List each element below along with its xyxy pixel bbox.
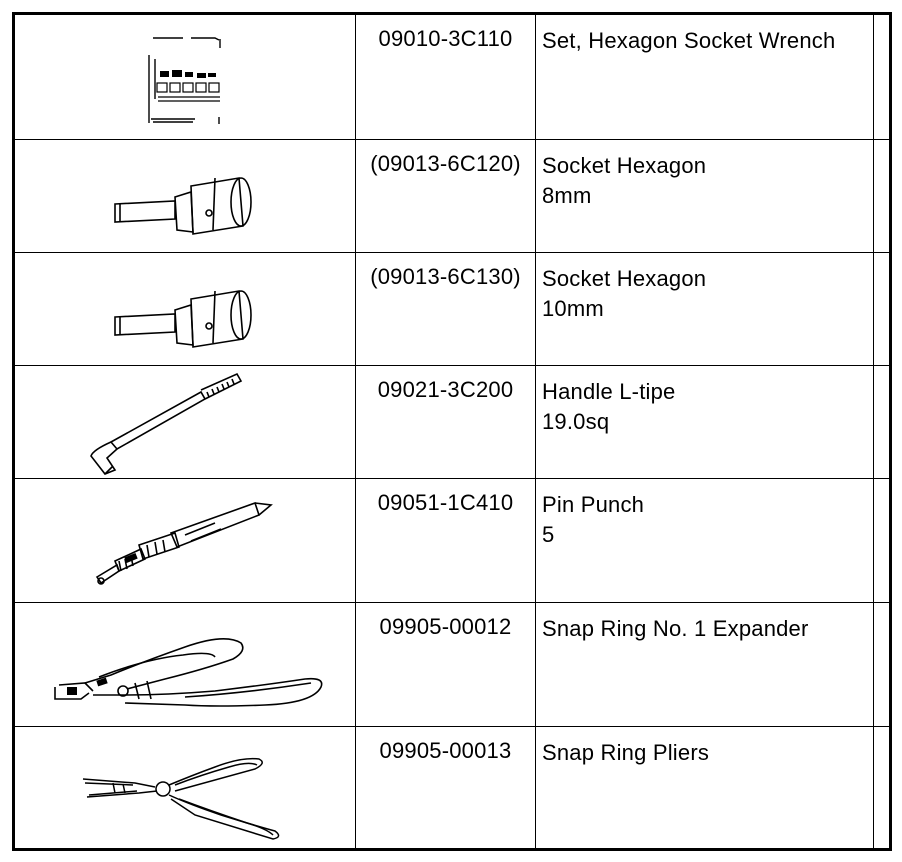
- tool-name: Socket Hexagon: [542, 266, 707, 291]
- tool-detail: 8mm: [542, 183, 592, 208]
- tool-illustration-cell: [15, 253, 356, 365]
- part-number: 09051-1C410: [356, 479, 536, 602]
- tool-name: Socket Hexagon: [542, 153, 707, 178]
- blank-cell: [874, 727, 889, 848]
- tool-detail: 10mm: [542, 296, 604, 321]
- tool-description: Handle L-tipe 19.0sq: [536, 366, 874, 478]
- snap-ring-expander-icon: [54, 638, 323, 707]
- tool-illustration-cell: [15, 366, 356, 478]
- tool-detail: 5: [542, 522, 555, 547]
- hex-socket-icon: [114, 177, 252, 235]
- blank-cell: [874, 253, 889, 365]
- blank-cell: [874, 15, 889, 139]
- tool-detail: 19.0sq: [542, 409, 610, 434]
- table-row: (09013-6C120) Socket Hexagon 8mm: [15, 140, 889, 253]
- tool-description: Pin Punch 5: [536, 479, 874, 602]
- tool-description: Socket Hexagon 10mm: [536, 253, 874, 365]
- special-tools-table: 09010-3C110 Set, Hexagon Socket Wrench: [12, 12, 892, 851]
- tool-name: Handle L-tipe: [542, 379, 676, 404]
- pin-punch-icon: [95, 501, 273, 585]
- table-row: 09905-00012 Snap Ring No. 1 Expander: [15, 603, 889, 727]
- blank-cell: [874, 603, 889, 726]
- part-number: (09013-6C120): [356, 140, 536, 252]
- table-row: 09010-3C110 Set, Hexagon Socket Wrench: [15, 15, 889, 140]
- tool-illustration-cell: [15, 479, 356, 602]
- tool-illustration-cell: [15, 15, 356, 139]
- tool-name: Set, Hexagon Socket Wrench: [542, 28, 836, 53]
- tool-name: Snap Ring No. 1 Expander: [542, 616, 809, 641]
- tool-name: Pin Punch: [542, 492, 645, 517]
- part-number: 09021-3C200: [356, 366, 536, 478]
- part-number: 09905-00013: [356, 727, 536, 848]
- tool-description: Snap Ring Pliers: [536, 727, 874, 848]
- table-row: 09051-1C410 Pin Punch 5: [15, 479, 889, 603]
- tool-illustration-cell: [15, 603, 356, 726]
- table-row: 09905-00013 Snap Ring Pliers: [15, 727, 889, 848]
- tool-description: Set, Hexagon Socket Wrench: [536, 15, 874, 139]
- tool-description: Snap Ring No. 1 Expander: [536, 603, 874, 726]
- hex-socket-icon: [114, 290, 252, 348]
- snap-ring-pliers-icon: [82, 757, 280, 840]
- tool-illustration-cell: [15, 140, 356, 252]
- tool-illustration-cell: [15, 727, 356, 848]
- blank-cell: [874, 366, 889, 478]
- blank-cell: [874, 479, 889, 602]
- blank-cell: [874, 140, 889, 252]
- part-number: 09905-00012: [356, 603, 536, 726]
- tool-name: Snap Ring Pliers: [542, 740, 710, 765]
- table-row: (09013-6C130) Socket Hexagon 10mm: [15, 253, 889, 366]
- part-number: (09013-6C130): [356, 253, 536, 365]
- l-handle-icon: [90, 372, 243, 475]
- socket-wrench-set-case-icon: [148, 37, 221, 124]
- tool-description: Socket Hexagon 8mm: [536, 140, 874, 252]
- table-row: 09021-3C200 Handle L-tipe 19.0sq: [15, 366, 889, 479]
- part-number: 09010-3C110: [356, 15, 536, 139]
